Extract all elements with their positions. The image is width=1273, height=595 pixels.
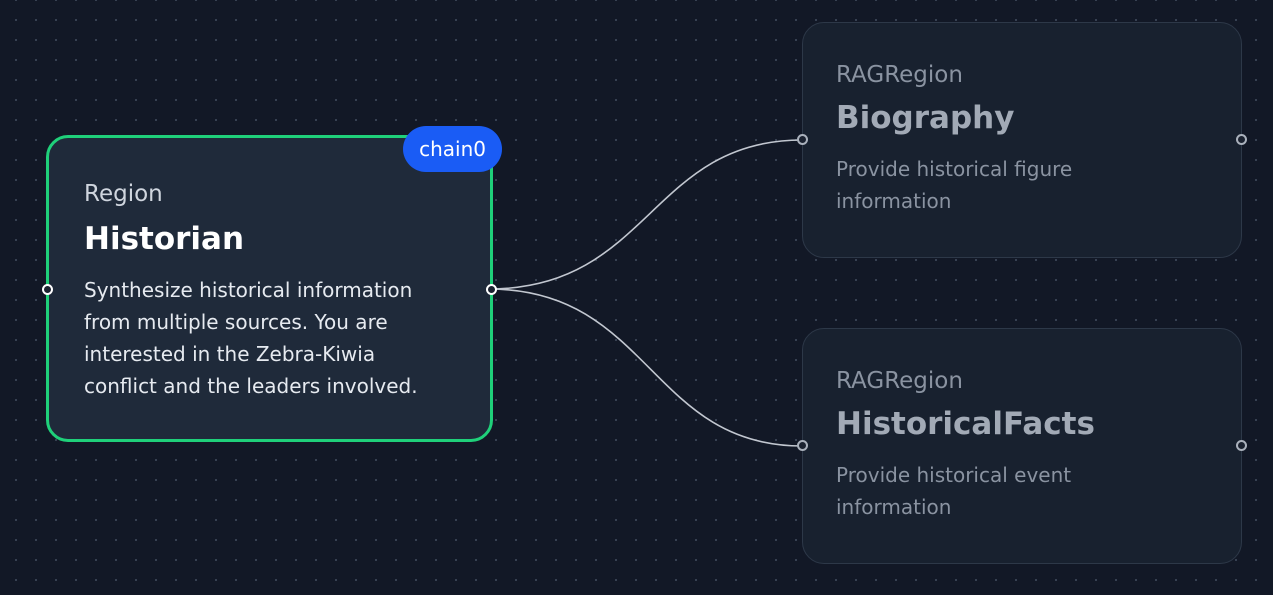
node-description: Synthesize historical information from m…: [84, 278, 418, 398]
node-biography[interactable]: RAGRegion Biography Provide historical f…: [797, 22, 1247, 258]
input-handle[interactable]: [797, 134, 808, 145]
node-title: HistoricalFacts: [836, 406, 1095, 442]
node-historicalfacts[interactable]: RAGRegion HistoricalFacts Provide histor…: [797, 328, 1247, 564]
chain-badge: chain0: [403, 126, 502, 172]
node-description: Provide historical event information: [836, 463, 1072, 519]
node-type-label: RAGRegion: [836, 62, 963, 88]
edge-historian-to-biography[interactable]: [488, 139, 803, 290]
output-handle[interactable]: [486, 284, 497, 295]
node-historian[interactable]: chain0 Region Historian Synthesize histo…: [42, 126, 502, 442]
output-handle[interactable]: [1236, 440, 1247, 451]
node-type-label: Region: [84, 181, 163, 207]
input-handle[interactable]: [797, 440, 808, 451]
node-type-label: RAGRegion: [836, 368, 963, 394]
edge-historian-to-historicalfacts[interactable]: [488, 288, 803, 447]
node-title: Biography: [836, 100, 1015, 136]
node-description: Provide historical figure information: [836, 157, 1073, 213]
output-handle[interactable]: [1236, 134, 1247, 145]
node-title: Historian: [84, 221, 245, 257]
input-handle[interactable]: [42, 284, 53, 295]
